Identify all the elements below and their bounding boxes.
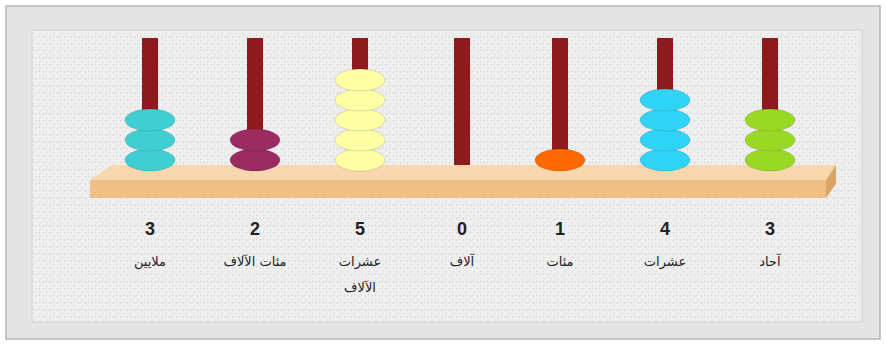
abacus-bead [745,109,795,131]
place-digit: 5 [340,218,380,240]
place-name: مئات [523,249,597,275]
place-name: ملايين [113,249,187,275]
abacus-bead [335,129,385,151]
abacus-bead [335,89,385,111]
inner-panel [32,30,862,322]
place-name: عشرات [628,249,702,275]
place-digit: 4 [645,218,685,240]
abacus-bead [335,149,385,171]
base-top [90,165,836,180]
abacus-bead [125,149,175,171]
place-name: آحاد [733,249,807,275]
abacus-bead [745,149,795,171]
place-digit: 1 [540,218,580,240]
place-name: مئات الآلاف [218,249,292,275]
abacus-bead [640,129,690,151]
place-name: عشرات الآلاف [323,249,397,301]
abacus-bead [335,109,385,131]
abacus-bead [640,149,690,171]
place-digit: 0 [442,218,482,240]
place-digit: 2 [235,218,275,240]
place-digit: 3 [130,218,170,240]
abacus-bead [640,109,690,131]
abacus-bead [125,109,175,131]
abacus-rod [454,38,470,178]
outer-frame [6,6,880,339]
abacus-bead [535,149,585,171]
abacus-bead [335,69,385,91]
base-side [826,165,836,198]
abacus-bead [640,89,690,111]
abacus-bead [125,129,175,151]
abacus-bead [230,149,280,171]
abacus-bead [230,129,280,151]
base-front [90,180,826,198]
place-name: آلاف [425,249,499,275]
abacus-bead [745,129,795,151]
place-digit: 3 [750,218,790,240]
